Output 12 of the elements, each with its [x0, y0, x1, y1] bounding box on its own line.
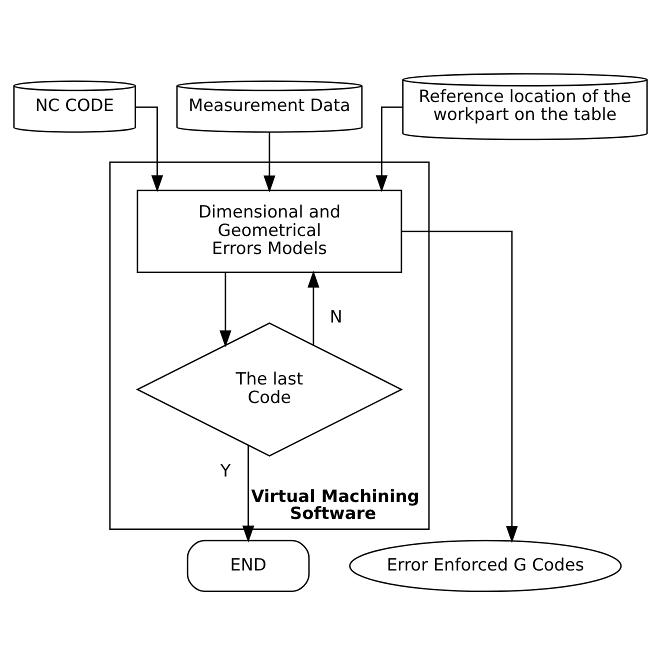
arrow [242, 445, 254, 543]
node-ellipse: Error Enforced G Codes [349, 540, 622, 592]
node-box: END [186, 540, 310, 592]
arrow [264, 132, 276, 192]
arrow [376, 106, 403, 192]
edge-label: Y [220, 460, 231, 481]
arrow [136, 106, 164, 192]
node-diamond: The last Code [136, 322, 403, 457]
node-box: Dimensional and Geometrical Errors Models [136, 190, 402, 274]
arrow [402, 230, 518, 543]
arrow [308, 270, 320, 346]
arrow [220, 272, 232, 348]
